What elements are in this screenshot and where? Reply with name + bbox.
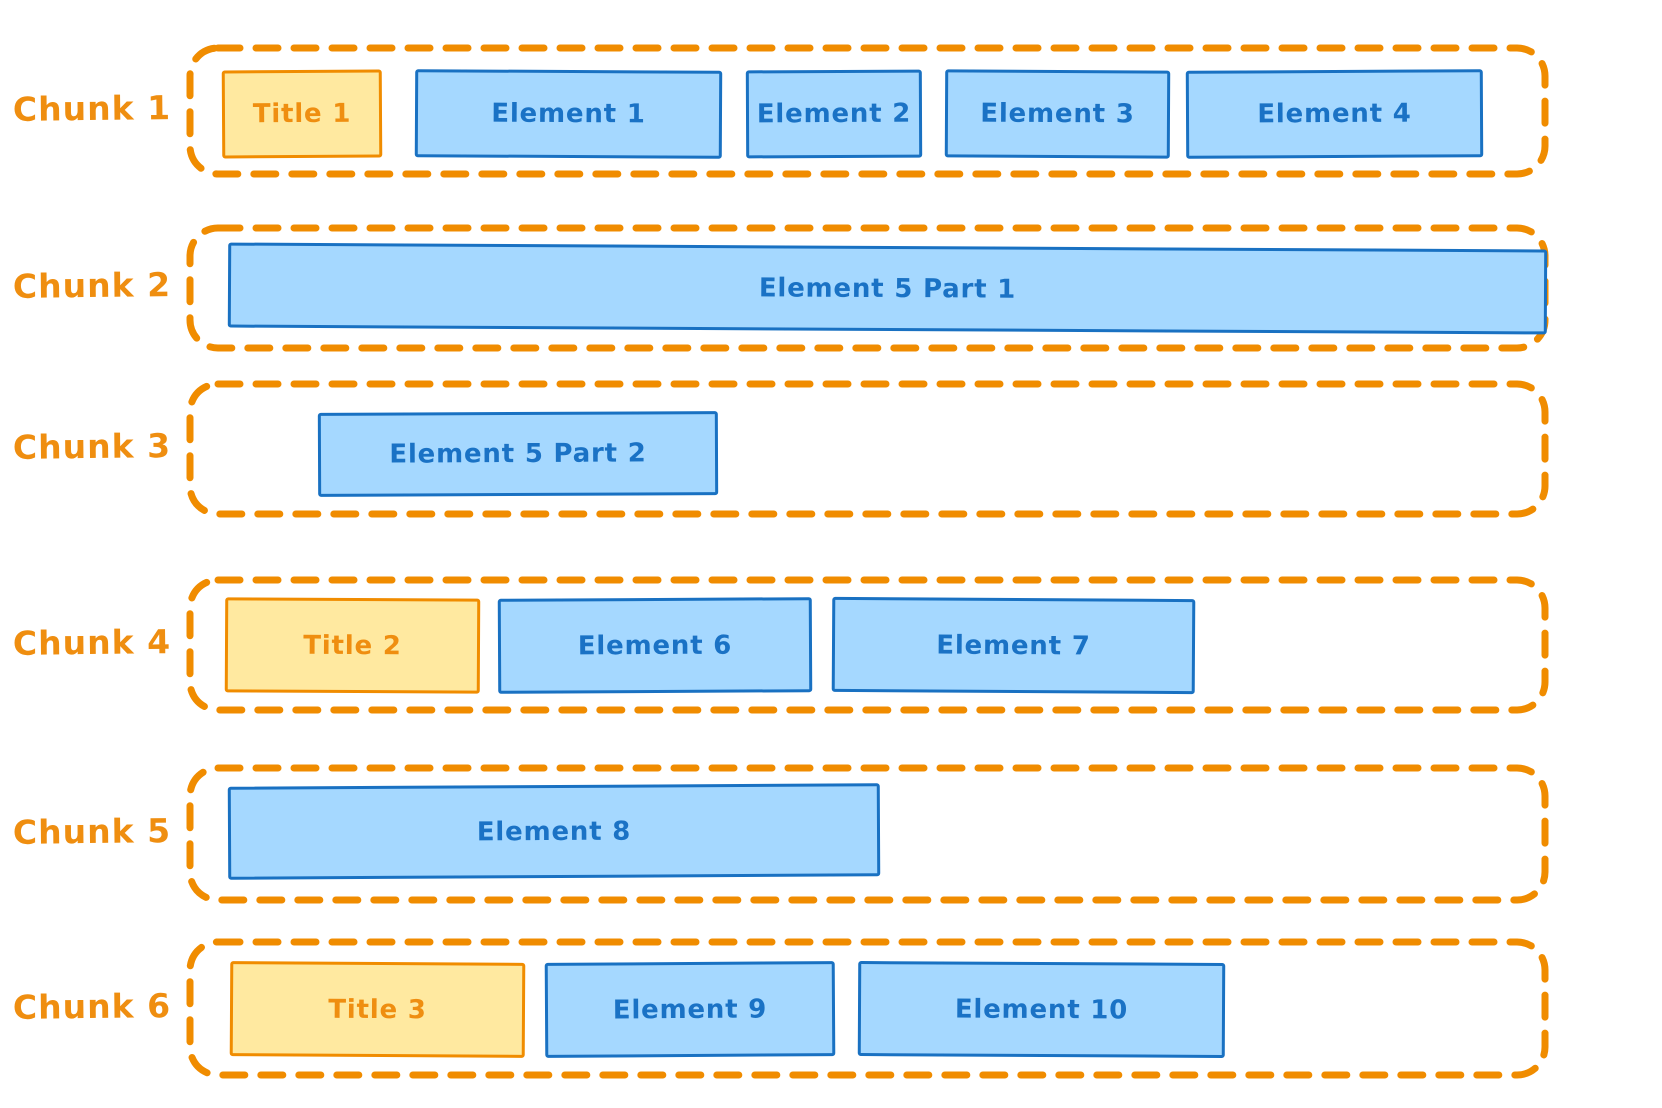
chunk-row: Chunk 5 Element 8 bbox=[0, 764, 1662, 904]
chunk-row: Chunk 2 Element 5 Part 1 bbox=[0, 224, 1662, 352]
title-box: Title 3 bbox=[229, 961, 526, 1058]
chunk-label: Chunk 2 bbox=[12, 265, 172, 306]
chunk-dashed-border bbox=[186, 938, 1549, 1079]
element-box: Element 9 bbox=[544, 961, 836, 1058]
element-box: Element 5 Part 2 bbox=[317, 411, 719, 497]
chunk-dashed-border bbox=[186, 44, 1549, 178]
title-box: Title 1 bbox=[221, 69, 383, 159]
chunk-label: Chunk 4 bbox=[12, 622, 172, 663]
element-box: Element 2 bbox=[745, 69, 923, 159]
chunk-label: Chunk 3 bbox=[12, 426, 172, 467]
element-box: Element 4 bbox=[1185, 69, 1484, 159]
element-box: Element 7 bbox=[831, 596, 1196, 695]
chunk-dashed-border bbox=[186, 380, 1549, 518]
element-box: Element 1 bbox=[414, 69, 723, 159]
element-box: Element 10 bbox=[857, 961, 1226, 1058]
element-box: Element 6 bbox=[497, 597, 813, 694]
element-box: Element 5 Part 1 bbox=[227, 242, 1548, 335]
element-box: Element 3 bbox=[944, 69, 1171, 159]
chunk-dashed-border bbox=[186, 764, 1549, 904]
chunk-dashed-border bbox=[186, 576, 1549, 714]
chunk-label: Chunk 5 bbox=[12, 811, 172, 852]
title-box: Title 2 bbox=[224, 597, 481, 694]
chunk-row: Chunk 3 Element 5 Part 2 bbox=[0, 380, 1662, 518]
chunk-label: Chunk 6 bbox=[12, 986, 172, 1027]
element-box: Element 8 bbox=[227, 783, 881, 880]
chunk-label: Chunk 1 bbox=[12, 88, 172, 129]
